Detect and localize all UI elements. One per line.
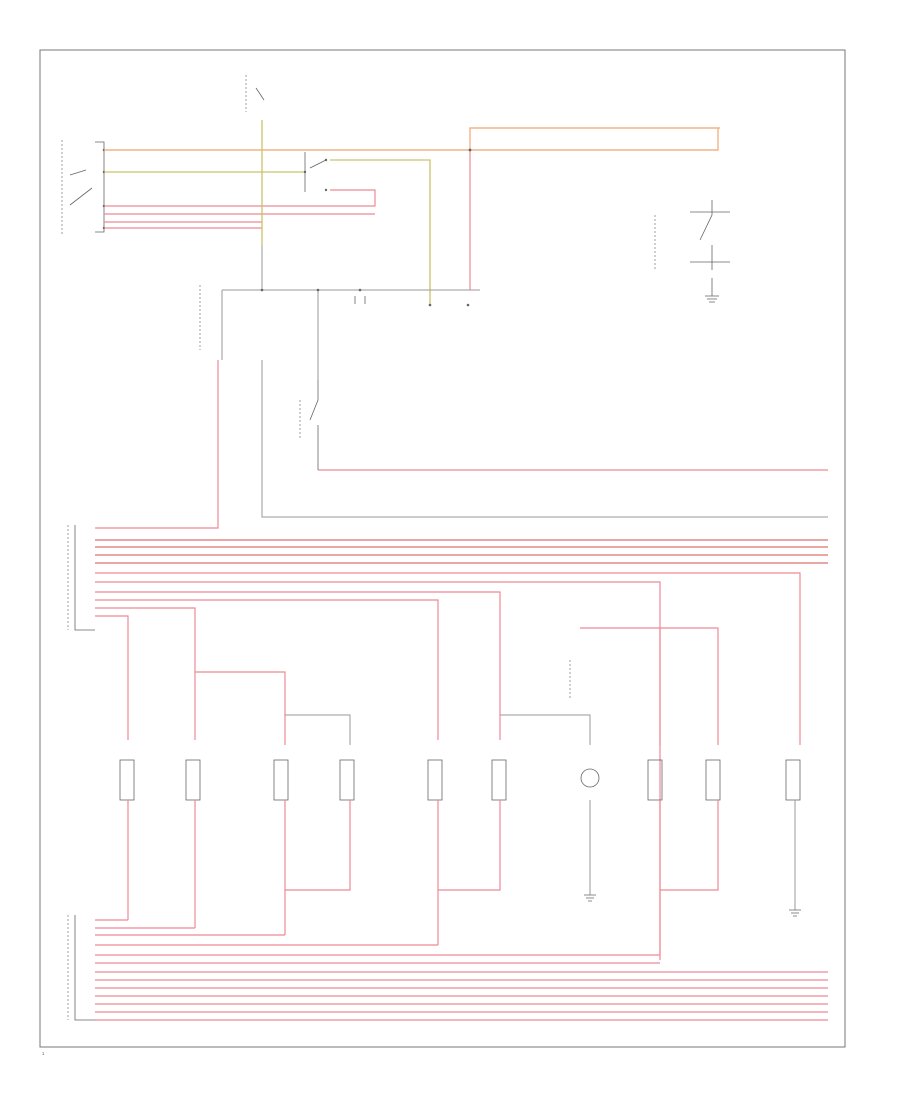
dark-red-bus [95,539,828,960]
page-number: 1 [42,1051,45,1056]
diagram-frame [39,49,846,1048]
orange-wire-right-down [470,128,719,151]
center-relay [303,152,328,192]
lower-verticals [127,800,796,955]
yellow-wire-right [330,159,431,305]
right-relay-switch [654,200,730,303]
gray-vertical-left [261,360,828,518]
left-connector [74,525,95,1021]
lower-red-bus [95,919,828,1021]
lower-components [119,759,801,801]
red-vertical-left [95,360,219,529]
orange-wire-top [104,127,720,151]
left-switch-box [61,140,106,235]
red-wire-loop-1 [104,189,376,207]
